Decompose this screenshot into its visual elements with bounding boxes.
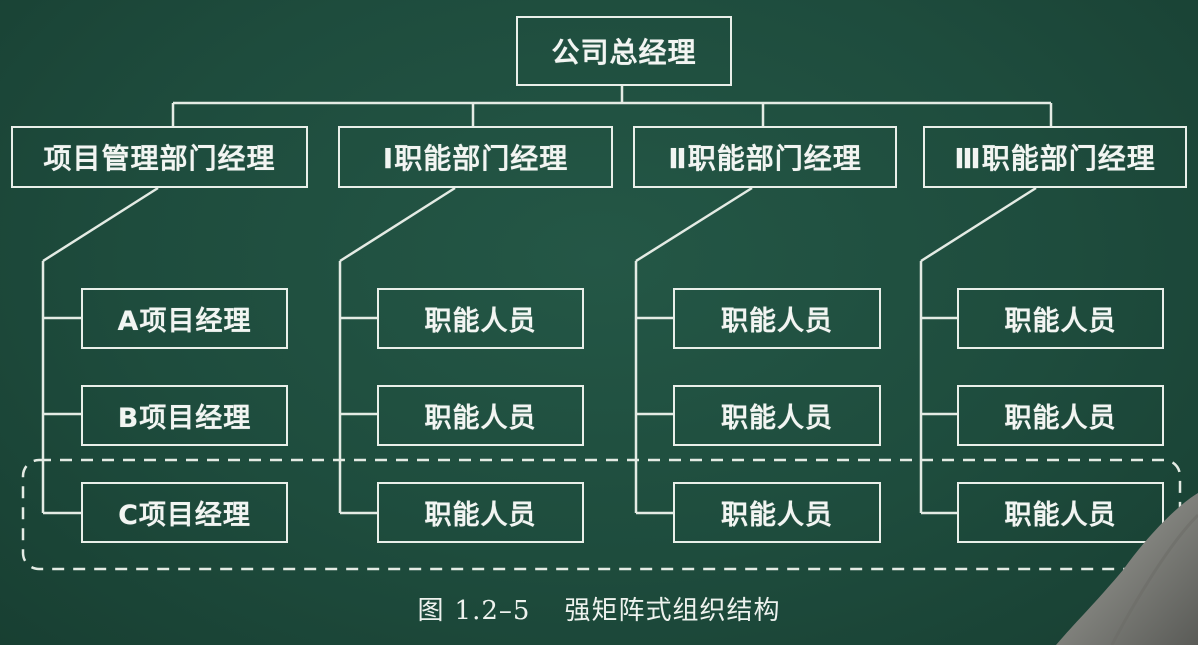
functional-staff-box: 职能人员 [673, 385, 881, 446]
leaf-label: C项目经理 [118, 500, 251, 531]
dept-label-3: Ⅱ职能部门经理 [668, 142, 862, 175]
functional-dept-1-box: Ⅰ职能部门经理 [338, 126, 613, 188]
leaf-label: 职能人员 [424, 500, 537, 531]
functional-staff-box: 职能人员 [377, 385, 584, 446]
functional-dept-2-box: Ⅱ职能部门经理 [633, 126, 897, 188]
functional-staff-box: 职能人员 [377, 288, 584, 349]
leaf-label: A项目经理 [117, 306, 252, 337]
functional-staff-box: 职能人员 [957, 288, 1164, 349]
col2-diagonal [339, 186, 456, 263]
functional-staff-box: 职能人员 [957, 385, 1164, 446]
functional-staff-box: 职能人员 [673, 482, 881, 543]
caption-prefix: 图 [417, 596, 445, 626]
project-c-dashed-outline [21, 458, 1182, 571]
dept-label-2: Ⅰ职能部门经理 [382, 142, 569, 175]
functional-staff-box: 职能人员 [673, 288, 881, 349]
caption-title: 强矩阵式组织结构 [564, 596, 781, 626]
dept-label-4: Ⅲ职能部门经理 [954, 142, 1156, 175]
col1-diagonal [42, 186, 159, 263]
col4-diagonal [920, 186, 1037, 263]
presenter-arm-image [1056, 493, 1198, 645]
leaf-label: 职能人员 [1004, 500, 1117, 531]
general-manager-label: 公司总经理 [551, 36, 697, 69]
functional-staff-box: 职能人员 [377, 482, 584, 543]
leaf-label: 职能人员 [424, 403, 537, 434]
project-management-dept-box: 项目管理部门经理 [11, 126, 308, 188]
project-manager-b-box: B项目经理 [81, 385, 288, 446]
leaf-label: 职能人员 [1004, 403, 1117, 434]
project-manager-c-box: C项目经理 [81, 482, 288, 543]
dept-label-1: 项目管理部门经理 [43, 142, 276, 175]
leaf-label: 职能人员 [721, 306, 833, 337]
leaf-label: 职能人员 [721, 500, 833, 531]
functional-staff-box: 职能人员 [957, 482, 1164, 543]
general-manager-box: 公司总经理 [516, 16, 732, 86]
caption-number: 1.2–5 [454, 596, 531, 626]
project-manager-a-box: A项目经理 [81, 288, 288, 349]
figure-caption: 图 1.2–5 强矩阵式组织结构 [0, 590, 1198, 627]
leaf-label: 职能人员 [424, 306, 537, 337]
leaf-label: 职能人员 [1004, 306, 1117, 337]
leaf-label: 职能人员 [721, 403, 833, 434]
col3-diagonal [635, 186, 753, 263]
leaf-label: B项目经理 [117, 403, 252, 434]
functional-dept-3-box: Ⅲ职能部门经理 [923, 126, 1187, 188]
